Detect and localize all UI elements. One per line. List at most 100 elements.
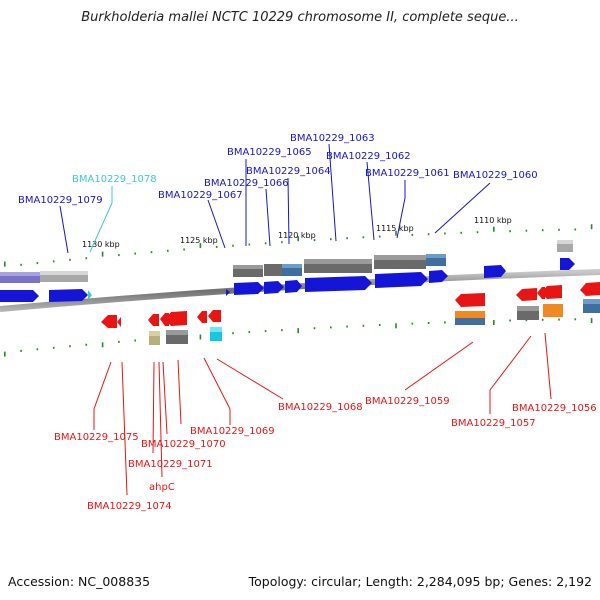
gene-label-1067[interactable]: BMA10229_1067 bbox=[158, 190, 243, 201]
ruler-tick bbox=[395, 323, 397, 329]
gene-arrow-reverse bbox=[516, 288, 537, 301]
gene-arrow-reverse bbox=[148, 314, 159, 326]
ruler-tick bbox=[264, 330, 267, 333]
ruler-tick bbox=[493, 226, 495, 232]
ruler-tick bbox=[4, 261, 6, 267]
ruler-tick bbox=[118, 254, 120, 257]
gene-arrow-reverse bbox=[165, 311, 187, 326]
bottom-gene-labels: BMA10229_1075 BMA10229_1074 BMA10229_107… bbox=[54, 396, 597, 512]
gene-label-1070[interactable]: BMA10229_1070 bbox=[141, 439, 226, 450]
forward-genes bbox=[0, 258, 575, 302]
ruler-tick bbox=[69, 258, 71, 261]
gene-label-1064[interactable]: BMA10229_1064 bbox=[246, 166, 331, 177]
ruler-tick bbox=[101, 342, 104, 348]
ruler-tick bbox=[118, 340, 120, 343]
ruler-tick bbox=[199, 243, 202, 249]
ruler-tick bbox=[411, 322, 414, 325]
gene-label-1059[interactable]: BMA10229_1059 bbox=[365, 396, 450, 407]
gene-label-1060[interactable]: BMA10229_1060 bbox=[453, 170, 538, 181]
ruler-tick bbox=[85, 257, 88, 260]
gene-label-1069[interactable]: BMA10229_1069 bbox=[190, 426, 275, 437]
gene-label-1065[interactable]: BMA10229_1065 bbox=[227, 147, 312, 158]
gene-label-1068[interactable]: BMA10229_1068 bbox=[278, 402, 363, 413]
chromosome-backbone bbox=[0, 269, 600, 312]
ruler-label-1125: 1125 kbp bbox=[180, 236, 218, 245]
ruler-tick bbox=[574, 228, 577, 231]
ruler-tick bbox=[541, 229, 544, 232]
ruler-tick bbox=[525, 229, 528, 232]
topology-text: Topology: circular; Length: 2,284,095 bp… bbox=[248, 574, 592, 589]
gene-arrow-forward bbox=[560, 258, 575, 270]
gene-arrow-forward bbox=[285, 280, 302, 293]
gene-arrow-reverse bbox=[208, 310, 221, 322]
ruler-tick bbox=[167, 249, 169, 252]
reverse-genes bbox=[101, 282, 600, 328]
gene-arrow-forward bbox=[264, 281, 284, 294]
gene-label-1061[interactable]: BMA10229_1061 bbox=[365, 168, 450, 179]
gene-arrow-forward bbox=[429, 270, 448, 283]
ruler-tick bbox=[346, 325, 348, 328]
gene-arrow-reverse bbox=[101, 315, 117, 328]
ruler-tick bbox=[558, 318, 560, 321]
map-title: Burkholderia mallei NCTC 10229 chromosom… bbox=[81, 10, 519, 25]
ruler-tick bbox=[134, 339, 136, 342]
ruler-tick bbox=[525, 319, 528, 322]
ruler-tick bbox=[330, 238, 332, 241]
ruler-tick bbox=[509, 230, 511, 233]
gene-label-ahpC[interactable]: ahpC bbox=[149, 482, 175, 493]
ruler-tick bbox=[150, 251, 153, 254]
gene-arrow-reverse bbox=[117, 317, 121, 327]
ruler-tick bbox=[4, 351, 6, 357]
ruler-tick bbox=[20, 349, 22, 352]
ruler-tick bbox=[395, 230, 397, 236]
gene-arrow-forward bbox=[49, 289, 88, 302]
ruler-tick bbox=[574, 318, 577, 321]
gene-arrow-highlight bbox=[88, 290, 92, 300]
ruler-tick bbox=[69, 345, 71, 348]
ruler-tick bbox=[85, 343, 88, 346]
gene-label-1062[interactable]: BMA10229_1062 bbox=[326, 151, 411, 162]
ruler-tick bbox=[36, 348, 39, 351]
ruler-tick bbox=[362, 236, 365, 239]
ruler-tick bbox=[444, 232, 446, 235]
gene-arrow-reverse bbox=[160, 313, 169, 326]
gene-label-1066[interactable]: BMA10229_1066 bbox=[204, 178, 289, 189]
ruler-tick bbox=[199, 334, 202, 340]
ruler-tick bbox=[444, 321, 446, 324]
gene-label-1079[interactable]: BMA10229_1079 bbox=[18, 195, 103, 206]
ruler-tick bbox=[52, 260, 55, 263]
gene-label-1063[interactable]: BMA10229_1063 bbox=[290, 133, 375, 144]
gene-arrow-forward bbox=[375, 272, 428, 288]
ruler-tick bbox=[590, 224, 593, 230]
ruler-tick bbox=[248, 331, 251, 334]
ruler-tick bbox=[411, 233, 414, 236]
ruler-ticks-bottom bbox=[4, 318, 593, 357]
ruler-tick bbox=[558, 228, 560, 231]
bottom-leader-lines bbox=[93, 332, 552, 496]
gene-label-1057[interactable]: BMA10229_1057 bbox=[451, 418, 536, 429]
reverse-feature-boxes bbox=[149, 299, 600, 345]
ruler-tick bbox=[378, 324, 381, 326]
gene-label-1075[interactable]: BMA10229_1075 bbox=[54, 432, 139, 443]
gene-arrow-forward bbox=[484, 265, 506, 278]
gene-label-1071[interactable]: BMA10229_1071 bbox=[128, 459, 213, 470]
gene-label-1078[interactable]: BMA10229_1078 bbox=[72, 174, 157, 185]
gene-arrow-reverse bbox=[455, 293, 485, 307]
gene-arrow-reverse bbox=[541, 285, 562, 299]
ruler-tick bbox=[313, 239, 316, 242]
gene-arrow-reverse bbox=[197, 311, 207, 323]
ruler-tick bbox=[427, 322, 430, 324]
gene-label-1056[interactable]: BMA10229_1056 bbox=[512, 403, 597, 414]
ruler-tick bbox=[590, 318, 593, 324]
top-gene-labels: BMA10229_1078 BMA10229_1079 BMA10229_106… bbox=[18, 133, 538, 206]
ruler-tick bbox=[52, 346, 55, 349]
gene-label-1074[interactable]: BMA10229_1074 bbox=[87, 501, 172, 512]
ruler-tick bbox=[20, 263, 22, 266]
ruler-tick bbox=[215, 245, 218, 248]
ruler-tick bbox=[281, 241, 283, 244]
gene-arrow-forward bbox=[226, 289, 230, 296]
ruler-ticks-top bbox=[4, 224, 593, 267]
ruler-tick bbox=[330, 326, 332, 329]
ruler-label-1115: 1115 kbp bbox=[376, 224, 414, 233]
